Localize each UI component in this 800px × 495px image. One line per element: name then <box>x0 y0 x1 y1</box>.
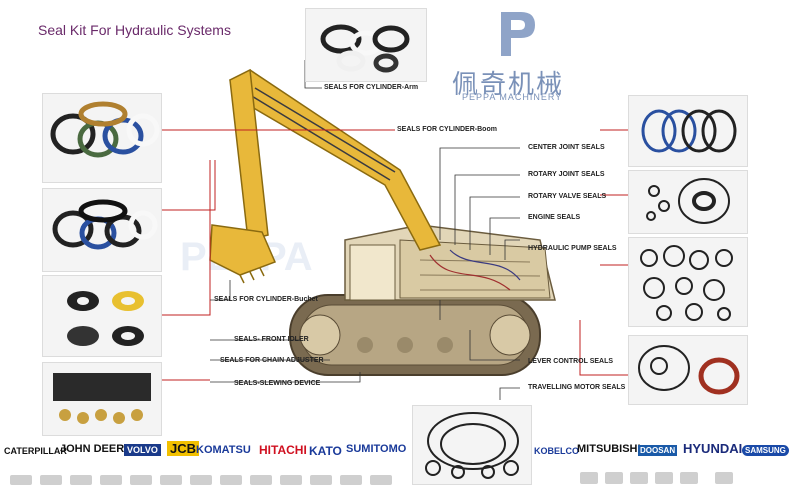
brand-kato: KATO <box>309 444 342 458</box>
label-chain-adjuster-seals: SEALS FOR CHAIN ADJUSTER <box>220 357 324 364</box>
slewing-seal-photo <box>42 362 162 436</box>
label-arm-seals: SEALS FOR CYLINDER-Arm <box>324 84 419 91</box>
label-engine-seals: ENGINE SEALS <box>528 214 581 221</box>
peppa-logo-icon <box>497 8 539 60</box>
brand-doosan: DOOSAN <box>638 445 678 456</box>
brand-caterpillar: CATERPILLAR <box>4 446 67 456</box>
brand-jcb: JCB <box>167 441 200 456</box>
brand-hitachi: HITACHI <box>259 443 307 457</box>
bucket-seal-kit-photo <box>42 188 162 272</box>
label-travelling-motor-seals: TRAVELLING MOTOR SEALS <box>528 384 626 391</box>
center-joint-seal-photo <box>628 95 748 167</box>
pump-seal-photo <box>628 237 748 327</box>
upper-structure <box>344 224 556 301</box>
brand-kobelco: KOBELCO <box>534 446 579 456</box>
label-lever-control-seals: LEVER CONTROL SEALS <box>528 358 614 365</box>
rotary-seal-photo <box>628 170 748 234</box>
brand-komatsu: KOMATSU <box>196 444 251 456</box>
track-assembly <box>289 294 541 376</box>
label-center-joint-seals: CENTER JOINT SEALS <box>528 144 605 151</box>
label-slewing-seals: SEALS-SLEWING DEVICE <box>234 380 321 387</box>
brand-subtitle: PEPPA MACHINERY <box>462 92 563 102</box>
brand-volvo: VOLVO <box>124 444 161 456</box>
label-front-idler-seals: SEALS- FRONT IDLER <box>234 336 309 343</box>
lever-control-seal-photo <box>628 335 748 405</box>
label-rotary-valve-seals: ROTARY VALVE SEALS <box>528 193 607 200</box>
label-rotary-joint-seals: ROTARY JOINT SEALS <box>528 171 605 178</box>
label-boom-seals: SEALS FOR CYLINDER-Boom <box>397 126 497 133</box>
arm-seal-kit-photo <box>305 8 427 82</box>
boom-seal-kit-photo <box>42 93 162 183</box>
arm <box>229 68 269 241</box>
label-hydraulic-pump-seals: HYDRAULIC PUMP SEALS <box>528 245 617 252</box>
page-title: Seal Kit For Hydraulic Systems <box>38 22 231 38</box>
label-bucket-seals: SEALS FOR CYLINDER-Buchet <box>214 296 318 303</box>
brand-john-deere: JOHN DEERE <box>60 443 132 455</box>
brand-samsung: SAMSUNG <box>742 445 789 456</box>
brand-hyundai: HYUNDAI <box>683 441 743 456</box>
brand-name: 佩奇机械 <box>452 70 565 100</box>
idler-seal-photo <box>42 275 162 357</box>
brand-sumitomo: SUMITOMO <box>346 443 407 455</box>
brand-mitsubishi: MITSUBISHI <box>577 443 641 455</box>
travelling-motor-seal-photo <box>412 405 532 485</box>
